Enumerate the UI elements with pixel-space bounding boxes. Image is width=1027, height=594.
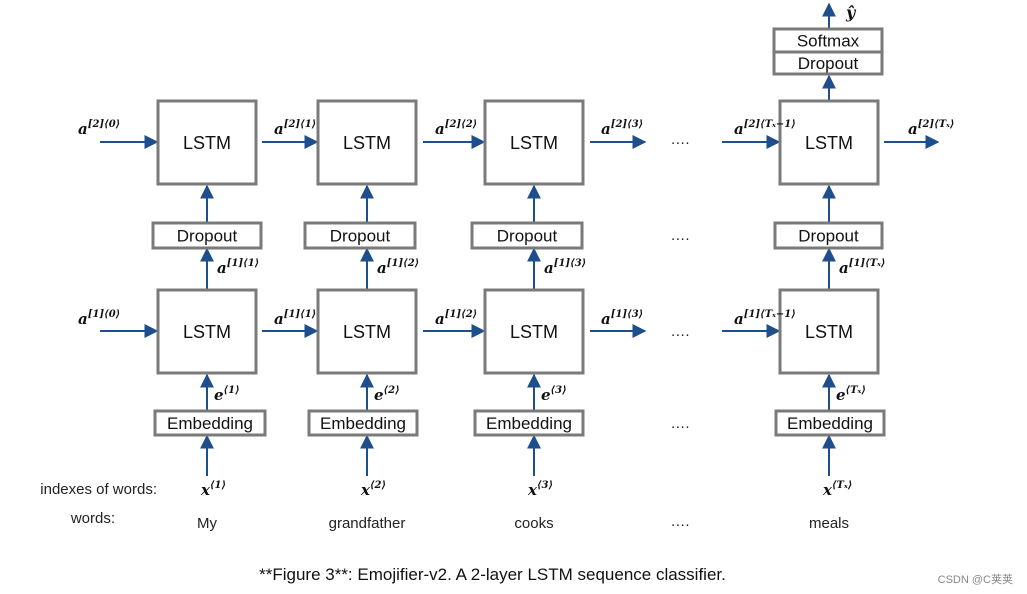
layer1-output-col3-label: a[1]⟨3⟩ — [601, 309, 643, 328]
word-label-2: grandfather — [329, 515, 406, 532]
embedding-box-4-label: Embedding — [787, 414, 873, 433]
input-x-label-4: x⟨Tₓ⟩ — [822, 480, 852, 499]
layer2-output-col3-label: a[2]⟨3⟩ — [601, 119, 643, 138]
lstm2-box-3-label: LSTM — [510, 133, 558, 153]
layer2-input-label-2: a[2]⟨1⟩ — [274, 119, 316, 138]
ellipsis-3: …. — [670, 323, 689, 340]
input-x-label-1: x⟨1⟩ — [200, 480, 226, 499]
embedding-output-label-2: e⟨2⟩ — [374, 385, 400, 404]
layer1-output-label-4: a[1]⟨Tₓ⟩ — [839, 258, 886, 277]
lstm2-box-1: LSTM — [156, 99, 258, 186]
embedding-box-2-label: Embedding — [320, 414, 406, 433]
dropout-box-2: Dropout — [303, 221, 417, 250]
watermark: CSDN @C荚荚 — [937, 574, 1013, 586]
lstm1-box-3: LSTM — [483, 288, 585, 375]
dropout-box-3: Dropout — [470, 221, 584, 250]
layer1-output-label-3: a[1]⟨3⟩ — [544, 258, 586, 277]
dropout-box-1-label: Dropout — [177, 227, 238, 246]
layer1-input-label-4: a[1]⟨Tₓ−1⟩ — [734, 309, 796, 328]
embedding-output-label-1: e⟨1⟩ — [214, 385, 240, 404]
figure-caption: **Figure 3**: Emojifier-v2. A 2-layer LS… — [259, 565, 726, 584]
layer2-input-label-3: a[2]⟨2⟩ — [435, 119, 477, 138]
y-hat-label: ŷ — [845, 3, 857, 22]
embedding-box-1-label: Embedding — [167, 414, 253, 433]
dropout-box-1: Dropout — [151, 221, 263, 250]
lstm2-box-2-label: LSTM — [343, 133, 391, 153]
embedding-box-4: Embedding — [774, 409, 886, 437]
lstm1-box-4-label: LSTM — [805, 322, 853, 342]
ellipsis-1: …. — [670, 131, 689, 148]
embedding-box-1: Embedding — [153, 409, 267, 437]
embedding-output-label-4: e⟨Tₓ⟩ — [836, 385, 866, 404]
layer2-input-label-1: a[2]⟨0⟩ — [78, 119, 120, 138]
top-dropout-box: Dropout — [772, 50, 884, 76]
embedding-box-2: Embedding — [307, 409, 419, 437]
layer1-output-label-2: a[1]⟨2⟩ — [377, 258, 419, 277]
softmax-box-label: Softmax — [797, 32, 860, 51]
word-label-3: cooks — [514, 515, 553, 532]
layer1-output-label-1: a[1]⟨1⟩ — [217, 258, 259, 277]
dropout-box-4: Dropout — [773, 221, 884, 250]
input-x-label-2: x⟨2⟩ — [360, 480, 386, 499]
layer1-input-label-3: a[1]⟨2⟩ — [435, 309, 477, 328]
dropout-box-2-label: Dropout — [330, 227, 391, 246]
lstm2-box-4-label: LSTM — [805, 133, 853, 153]
lstm1-box-4: LSTM — [778, 288, 880, 375]
embedding-box-3: Embedding — [473, 409, 585, 437]
arrows-layer — [100, 2, 940, 476]
softmax-box: Softmax — [772, 27, 884, 54]
top-dropout-box-label: Dropout — [798, 54, 859, 73]
layer1-input-label-1: a[1]⟨0⟩ — [78, 309, 120, 328]
input-x-label-3: x⟨3⟩ — [527, 480, 553, 499]
lstm2-box-4: LSTM — [778, 99, 880, 186]
dropout-box-4-label: Dropout — [798, 227, 859, 246]
embedding-box-3-label: Embedding — [486, 414, 572, 433]
lstm1-box-2-label: LSTM — [343, 322, 391, 342]
lstm2-box-3: LSTM — [483, 99, 585, 186]
dropout-box-3-label: Dropout — [497, 227, 558, 246]
layer2-input-label-4: a[2]⟨Tₓ−1⟩ — [734, 119, 796, 138]
lstm2-box-1-label: LSTM — [183, 133, 231, 153]
word-label-4: meals — [809, 515, 849, 532]
layer1-input-label-2: a[1]⟨1⟩ — [274, 309, 316, 328]
ellipsis-2: …. — [670, 227, 689, 244]
words-row-label: words: — [70, 510, 115, 527]
labels-layer: e⟨1⟩ x⟨1⟩ My a[1]⟨1⟩ e⟨2⟩ x⟨2⟩ grandfather a[1]… — [40, 3, 954, 532]
ellipsis-5: …. — [670, 513, 689, 530]
lstm2-box-2: LSTM — [316, 99, 418, 186]
lstm1-box-1: LSTM — [156, 288, 258, 375]
indexes-of-words-label: indexes of words: — [40, 481, 157, 498]
embedding-output-label-3: e⟨3⟩ — [541, 385, 567, 404]
lstm1-box-3-label: LSTM — [510, 322, 558, 342]
lstm1-box-1-label: LSTM — [183, 322, 231, 342]
layer2-final-output-label: a[2]⟨Tₓ⟩ — [908, 119, 955, 138]
ellipsis-4: …. — [670, 415, 689, 432]
lstm1-box-2: LSTM — [316, 288, 418, 375]
word-label-1: My — [197, 515, 217, 532]
